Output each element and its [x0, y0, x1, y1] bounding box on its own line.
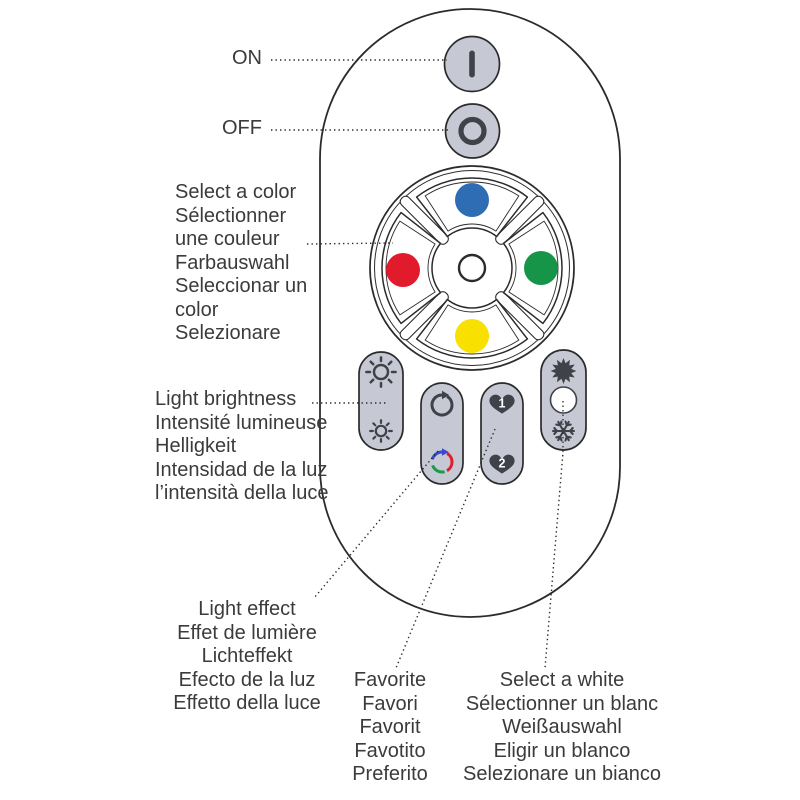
power-off-icon: [458, 116, 487, 146]
wheel-separators: [399, 195, 545, 341]
favorite-2-number: 2: [499, 457, 506, 471]
blue-color-dot[interactable]: [455, 183, 489, 217]
brightness-button[interactable]: [358, 351, 404, 451]
favorite-button[interactable]: 1 2: [480, 382, 524, 485]
leader-line-light-effect: [313, 450, 439, 599]
cool-white-snowflake-icon: [551, 420, 576, 442]
favorite-1-number: 1: [499, 397, 506, 411]
green-color-dot[interactable]: [524, 251, 558, 285]
light-effect-button[interactable]: [420, 382, 464, 485]
off-label-text: OFF: [222, 117, 262, 139]
select-white-label: Select a white Sélectionner un blanc Wei…: [463, 669, 661, 785]
wheel-center-button[interactable]: [457, 253, 487, 283]
on-label-text: ON: [232, 47, 262, 69]
yellow-color-dot[interactable]: [455, 319, 489, 353]
favorite-1-icon[interactable]: 1: [489, 394, 515, 414]
brightness-high-icon: [365, 356, 397, 388]
power-on-icon: [469, 50, 475, 78]
white-select-button[interactable]: [540, 349, 587, 451]
brightness-low-icon: [369, 419, 393, 443]
light-brightness-label: Light brightness Intensité lumineuse Hel…: [155, 388, 329, 504]
off-label: OFF: [160, 117, 262, 141]
light-effect-label: Light effect Effet de lumière Lichteffek…: [173, 598, 321, 714]
power-on-button[interactable]: [443, 35, 501, 93]
favorite-label: Favorite Favori Favorit Favotito Preferi…: [352, 669, 428, 785]
color-wheel: [369, 165, 575, 371]
rgb-cycle-icon: [430, 448, 454, 474]
leader-line-select-color: [306, 242, 394, 245]
neutral-white-circle-icon: [549, 386, 578, 414]
warm-white-sunburst-icon: [550, 358, 577, 384]
power-off-button[interactable]: [444, 103, 501, 159]
on-label: ON: [160, 47, 262, 71]
wheel-rim-inner: [374, 170, 570, 366]
select-color-label: Select a color Sélectionner une couleur …: [175, 181, 308, 344]
red-color-dot[interactable]: [386, 253, 420, 287]
cycle-effect-icon: [430, 390, 454, 417]
favorite-2-icon[interactable]: 2: [489, 454, 515, 474]
